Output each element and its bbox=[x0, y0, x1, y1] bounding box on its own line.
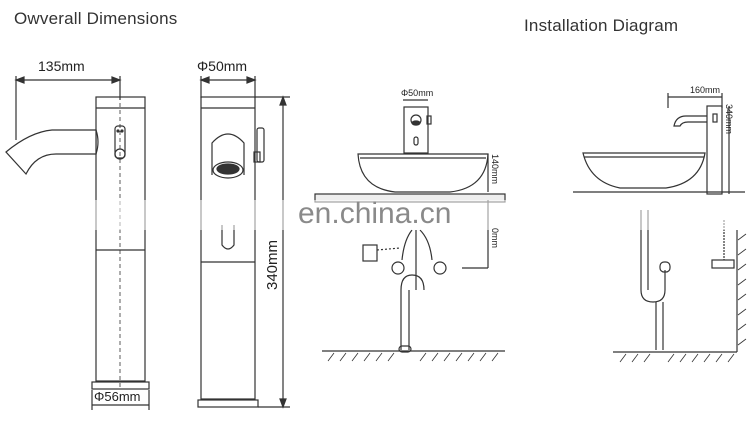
installation-front-view bbox=[314, 99, 506, 362]
install-height-label: 340mm bbox=[724, 104, 734, 135]
under-counter-label: 0mm bbox=[490, 228, 500, 248]
overall-dimensions-title: Owverall Dimensions bbox=[14, 9, 178, 28]
base-diameter-label: Φ56mm bbox=[94, 389, 141, 404]
width-135-label: 135mm bbox=[38, 58, 85, 74]
watermark: en.china.cn bbox=[298, 197, 452, 230]
installation-diagram-title: Installation Diagram bbox=[524, 16, 679, 35]
faucet-front-view bbox=[197, 76, 290, 409]
diameter-50-label: Φ50mm bbox=[197, 58, 248, 74]
faucet-side-view bbox=[5, 76, 150, 410]
height-340-label: 340mm bbox=[264, 239, 281, 290]
basin-height-label: 140mm bbox=[490, 154, 500, 185]
install-diameter-label: Φ50mm bbox=[401, 88, 434, 98]
install-reach-label: 160mm bbox=[690, 85, 721, 95]
installation-side-view bbox=[573, 93, 747, 363]
